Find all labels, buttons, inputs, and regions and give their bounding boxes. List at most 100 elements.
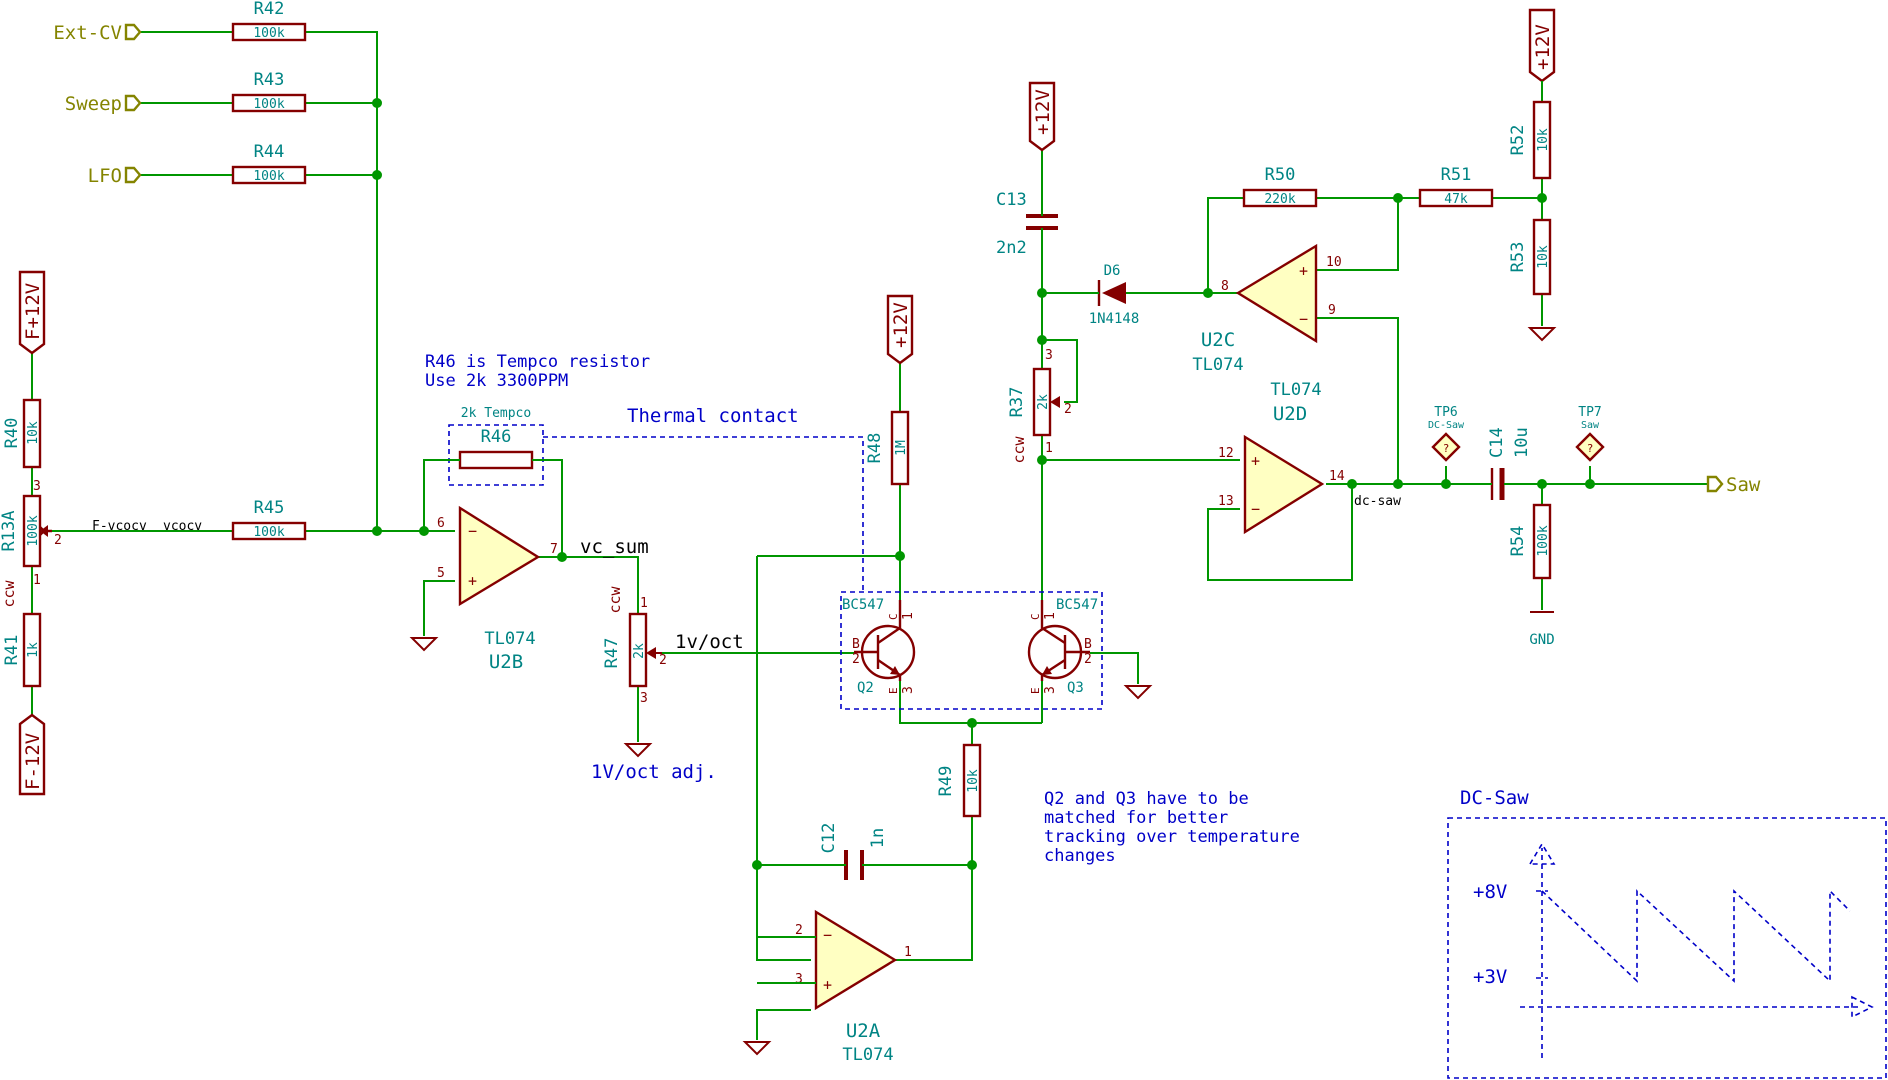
r13a-value: 100k <box>26 515 41 546</box>
q2-pin3: 3 <box>901 686 916 694</box>
d6-ref: D6 <box>1104 263 1121 279</box>
u2b-pin5: 5 <box>437 566 445 581</box>
transistor-q3: BC547 Q3 B 2 C 1 E 3 <box>1027 597 1098 696</box>
ground-r53 <box>1527 327 1557 342</box>
port-lfo-label: LFO <box>88 165 122 187</box>
r46-value: 2k Tempco <box>461 406 531 421</box>
power-f-plus-12v: F+12V <box>18 270 46 355</box>
resistor-r43: R43 100k <box>231 70 307 113</box>
r13a-pin2: 2 <box>54 533 62 548</box>
net-label-dc-saw: dc-saw <box>1354 494 1401 509</box>
c13-value: 2n2 <box>996 238 1027 258</box>
r49-value: 10k <box>966 769 981 793</box>
r40-value: 10k <box>26 421 41 445</box>
r41-value: 1k <box>26 642 41 658</box>
r53-ref: R53 <box>1508 242 1528 273</box>
u2d-plus: + <box>1251 452 1260 470</box>
note-tempco-line2: Use 2k 3300PPM <box>425 371 568 391</box>
c13-ref: C13 <box>996 190 1027 210</box>
r43-ref: R43 <box>254 70 285 90</box>
ground-r54: GND <box>1529 611 1555 648</box>
u2c-pin10: 10 <box>1326 255 1342 270</box>
u2b-value: TL074 <box>484 629 535 649</box>
r50-value: 220k <box>1264 192 1295 207</box>
tp7-mark: ? <box>1587 442 1594 455</box>
ground-q3 <box>1123 685 1153 700</box>
u2a-pin1: 1 <box>904 945 912 960</box>
waveform-panel: DC-Saw +8V +3V <box>1447 787 1887 1079</box>
resistor-r48: R48 1M <box>865 410 910 486</box>
waveform-title: DC-Saw <box>1460 787 1529 809</box>
r47-pin3: 3 <box>640 691 648 706</box>
note-matched-4: changes <box>1044 846 1116 866</box>
saw-waveform <box>1541 889 1851 983</box>
ground-u2b <box>409 637 439 652</box>
net-label-vcocv: vcocv <box>163 519 202 534</box>
r37-pin2: 2 <box>1064 402 1072 417</box>
r47-pin2: 2 <box>659 653 667 668</box>
plus-12v-label-r52: +12V <box>1532 24 1554 70</box>
r52-value: 10k <box>1536 128 1551 152</box>
u2c-pin8: 8 <box>1221 279 1229 294</box>
q3-pin-b: B <box>1084 637 1092 652</box>
q2-value: BC547 <box>842 597 884 613</box>
resistor-r45: R45 100k <box>231 498 307 541</box>
r49-ref: R49 <box>936 766 956 797</box>
resistor-r51: R51 47k <box>1418 165 1494 208</box>
tp7-value: Saw <box>1581 420 1600 431</box>
port-saw-label: Saw <box>1726 474 1761 496</box>
tp7-ref: TP7 <box>1578 405 1601 420</box>
opamp-u2d: + − 12 13 14 TL074 U2D <box>1218 380 1345 535</box>
r13a-pin3: 3 <box>33 479 41 494</box>
u2d-pin13: 13 <box>1218 494 1234 509</box>
net-label-vc-sum: vc_sum <box>580 536 649 558</box>
u2a-pin2: 2 <box>795 923 803 938</box>
u2d-pin14: 14 <box>1329 469 1345 484</box>
r44-value: 100k <box>253 169 284 184</box>
r47-value: 2k <box>632 643 647 659</box>
u2a-pin3: 3 <box>795 972 803 987</box>
f-plus-12v-label: F+12V <box>22 283 44 340</box>
resistor-r54: R54 100k <box>1508 503 1552 580</box>
r13a-pin1: 1 <box>33 573 41 588</box>
u2c-value: TL074 <box>1192 355 1243 375</box>
r43-value: 100k <box>253 97 284 112</box>
resistor-r52: R52 10k <box>1508 100 1552 180</box>
r37-value: 2k <box>1036 394 1051 410</box>
r45-ref: R45 <box>254 498 285 518</box>
r47-ref: R47 <box>602 638 622 669</box>
u2a-minus: − <box>823 926 832 944</box>
r41-ref: R41 <box>2 635 22 666</box>
r46-ref: R46 <box>481 427 512 447</box>
u2b-minus: − <box>468 522 477 540</box>
note-matched-1: Q2 and Q3 have to be <box>1044 789 1249 809</box>
capacitor-c12: C12 1n <box>819 823 888 880</box>
note-thermal-contact: Thermal contact <box>627 405 799 427</box>
tp6-ref: TP6 <box>1434 405 1457 420</box>
note-matched-3: tracking over temperature <box>1044 827 1300 847</box>
q3-pin-e: E <box>1029 687 1042 694</box>
r50-ref: R50 <box>1265 165 1296 185</box>
u2b-pin7: 7 <box>550 542 558 557</box>
r40-ref: R40 <box>2 418 22 449</box>
u2d-value: TL074 <box>1270 380 1321 400</box>
q3-pin2: 2 <box>1084 652 1092 667</box>
port-ext-cv: Ext-CV <box>53 22 142 44</box>
resistor-r53: R53 10k <box>1508 218 1552 296</box>
tp6-value: DC-Saw <box>1428 420 1465 431</box>
u2d-minus: − <box>1251 500 1260 518</box>
resistor-r50: R50 220k <box>1242 165 1318 208</box>
opamp-u2a: − + 2 3 1 U2A TL074 <box>795 909 912 1065</box>
plus-12v-label-r48: +12V <box>890 302 912 348</box>
r54-value: 100k <box>1536 525 1551 556</box>
r37-pin1: 1 <box>1045 441 1053 456</box>
u2c-ref: U2C <box>1201 329 1235 351</box>
note-matched-2: matched for better <box>1044 808 1228 828</box>
q3-pin-c: C <box>1029 613 1042 620</box>
port-sweep: Sweep <box>65 93 142 115</box>
capacitor-c13: C13 2n2 <box>996 190 1058 258</box>
port-lfo: LFO <box>88 165 142 187</box>
r47-pin1: 1 <box>640 596 648 611</box>
u2a-ref: U2A <box>846 1020 881 1042</box>
r13a-ccw: ccw <box>0 579 18 607</box>
